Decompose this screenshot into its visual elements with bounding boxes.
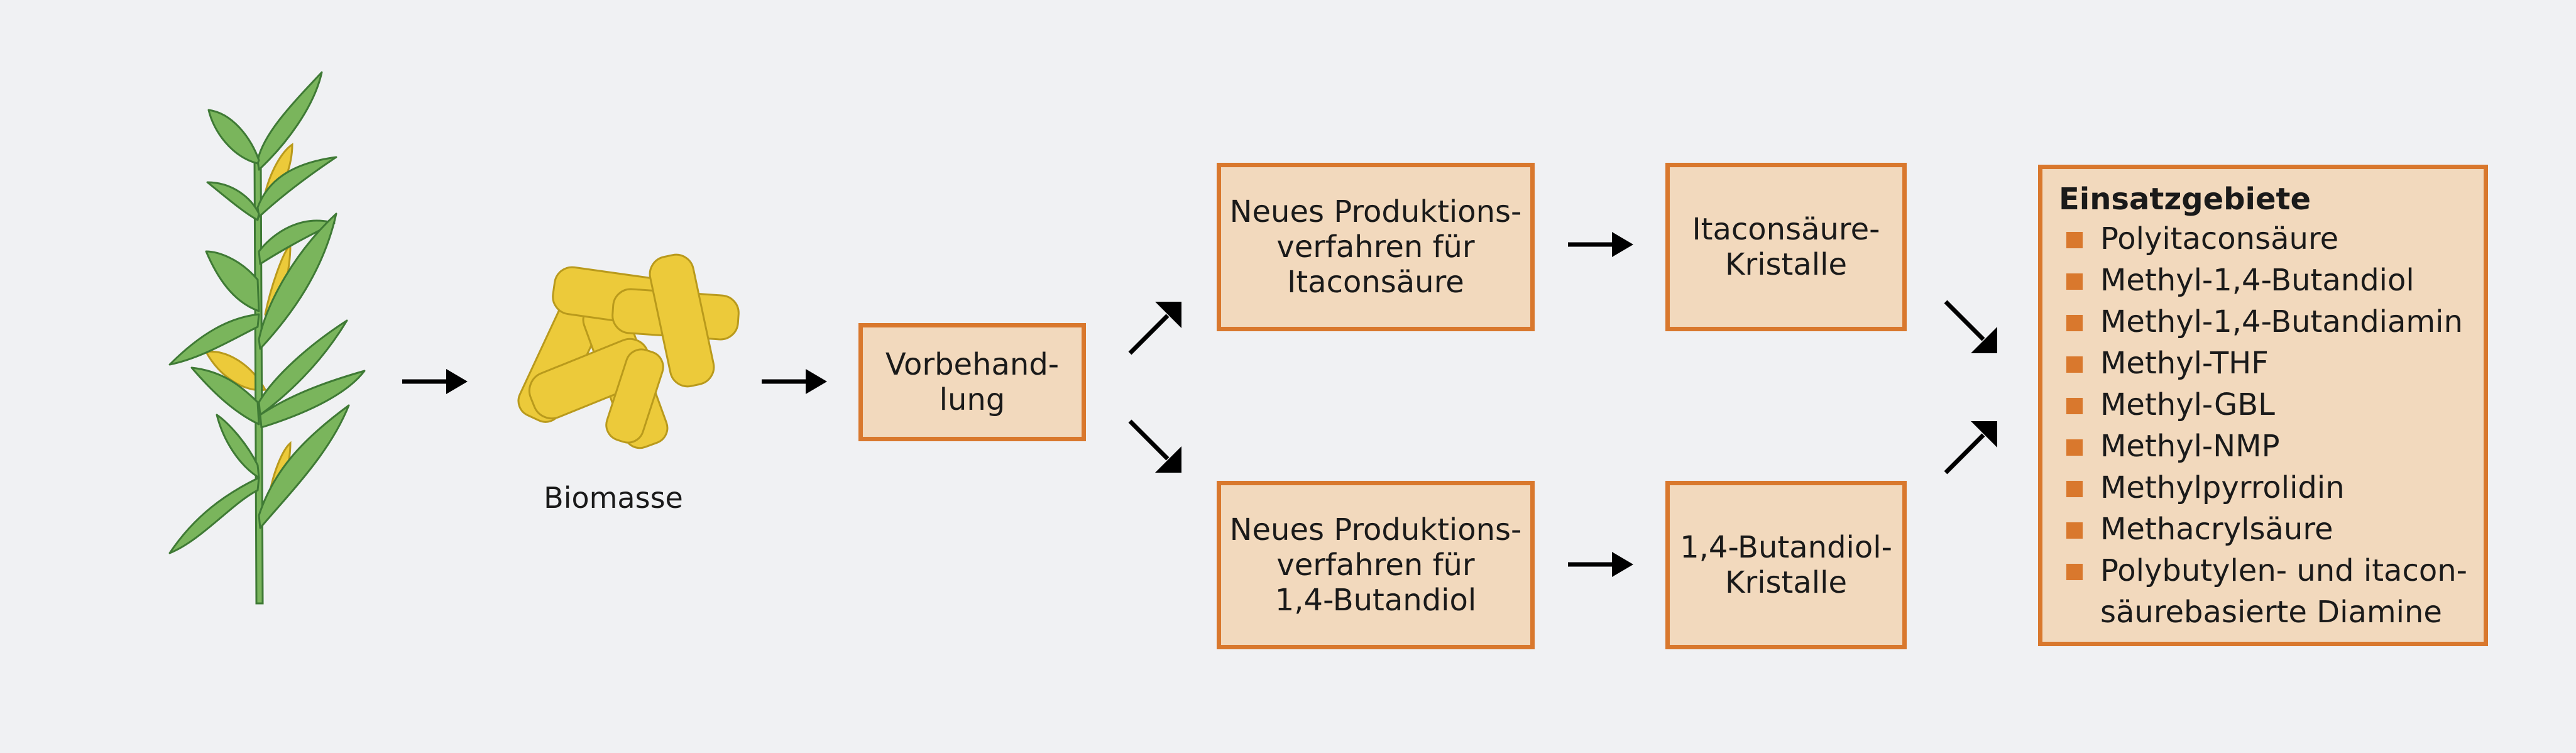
list-item-label: Polybutylen- und itacon- xyxy=(2100,553,2467,588)
list-item: Methacrylsäure xyxy=(2059,508,2470,550)
list-item-label: Methyl-THF xyxy=(2100,346,2269,381)
applications-title: Einsatzgebiete xyxy=(2059,182,2311,217)
list-item-label: Methacrylsäure xyxy=(2100,512,2333,547)
list-item: Polybutylen- und itacon-säurebasierte Di… xyxy=(2059,550,2470,633)
corn-plant-illustration xyxy=(168,71,366,605)
list-item-label: Methyl-GBL xyxy=(2100,387,2275,422)
square-bullet-icon xyxy=(2066,564,2083,580)
arrow-right-icon xyxy=(402,369,468,394)
arrow-down-right-icon xyxy=(1944,300,1997,353)
list-item-label: Methylpyrrolidin xyxy=(2100,470,2345,505)
applications-list: Polyitaconsäure Methyl-1,4-Butandiol Met… xyxy=(2059,218,2470,633)
list-item-continuation: säurebasierte Diamine xyxy=(2100,595,2442,630)
square-bullet-icon xyxy=(2066,315,2083,331)
square-bullet-icon xyxy=(2066,398,2083,414)
arrow-right-icon xyxy=(1568,232,1633,257)
biomass-illustration xyxy=(517,253,740,449)
list-item-label: Methyl-1,4-Butandiamin xyxy=(2100,304,2463,339)
arrow-right-icon xyxy=(762,369,827,394)
arrow-down-right-icon xyxy=(1128,419,1181,473)
arrow-up-right-icon xyxy=(1128,302,1181,355)
list-item-label: Methyl-1,4-Butandiol xyxy=(2100,263,2414,298)
square-bullet-icon xyxy=(2066,481,2083,497)
process-itaconic-box: Neues Produktions- verfahren für Itacons… xyxy=(1217,163,1535,331)
list-item: Methyl-1,4-Butandiamin xyxy=(2059,301,2470,343)
square-bullet-icon xyxy=(2066,356,2083,373)
square-bullet-icon xyxy=(2066,439,2083,456)
list-item: Methyl-GBL xyxy=(2059,384,2470,426)
product-itaconic-box: Itaconsäure- Kristalle xyxy=(1665,163,1907,331)
square-bullet-icon xyxy=(2066,273,2083,290)
product-butanediol-box: 1,4-Butandiol- Kristalle xyxy=(1665,481,1907,649)
applications-box: Einsatzgebiete Polyitaconsäure Methyl-1,… xyxy=(2038,165,2488,646)
list-item: Methyl-THF xyxy=(2059,343,2470,384)
list-item-label: Polyitaconsäure xyxy=(2100,221,2339,256)
square-bullet-icon xyxy=(2066,522,2083,539)
arrow-up-right-icon xyxy=(1944,421,1997,475)
list-item: Methylpyrrolidin xyxy=(2059,467,2470,508)
arrow-right-icon xyxy=(1568,552,1633,577)
process-butanediol-box: Neues Produktions- verfahren für 1,4-But… xyxy=(1217,481,1535,649)
list-item-label: Methyl-NMP xyxy=(2100,429,2280,464)
square-bullet-icon xyxy=(2066,232,2083,248)
biomass-label: Biomasse xyxy=(544,481,683,515)
pretreatment-box: Vorbehand- lung xyxy=(858,323,1086,441)
list-item: Methyl-1,4-Butandiol xyxy=(2059,260,2470,301)
list-item: Methyl-NMP xyxy=(2059,426,2470,467)
list-item: Polyitaconsäure xyxy=(2059,218,2470,260)
